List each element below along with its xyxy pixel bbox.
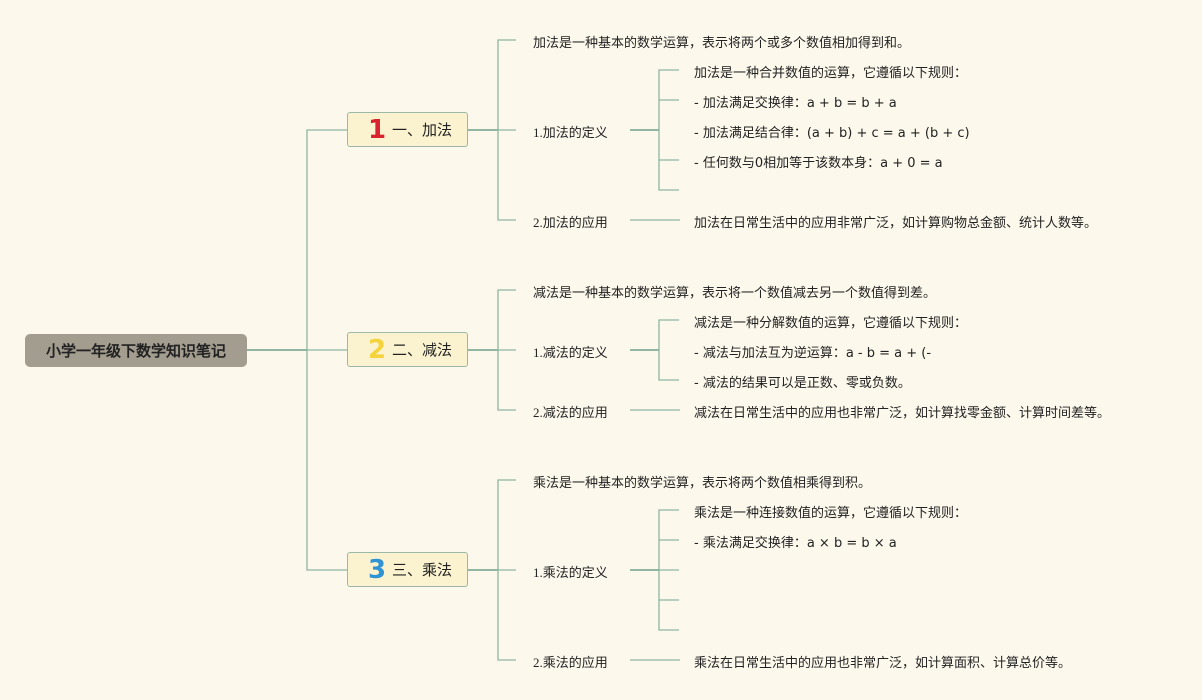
branch-addition[interactable]: 1 一、加法	[347, 112, 468, 147]
subtraction-application-text: 减法在日常生活中的应用也非常广泛，如计算找零金额、计算时间差等。	[694, 406, 1111, 421]
subtraction-def-line-2: - 减法与加法互为逆运算：a - b = a + (-	[694, 346, 932, 361]
multiplication-application-text: 乘法在日常生活中的应用也非常广泛，如计算面积、计算总价等。	[694, 656, 1072, 671]
root-title: 小学一年级下数学知识笔记	[45, 342, 226, 360]
addition-def-line-1: 加法是一种合并数值的运算，它遵循以下规则：	[694, 66, 968, 81]
addition-application-label: 2.加法的应用	[533, 215, 608, 230]
addition-def-line-2: - 加法满足交换律：a + b = b + a	[694, 96, 897, 111]
subtraction-definition-label: 1.减法的定义	[533, 345, 608, 360]
number-3-icon: 3	[367, 554, 387, 585]
root-node[interactable]: 小学一年级下数学知识笔记	[25, 334, 247, 367]
addition-definition-label: 1.加法的定义	[533, 125, 608, 140]
branch-multiplication[interactable]: 3 三、乘法	[347, 552, 468, 587]
addition-def-line-3: - 加法满足结合律：(a + b) + c = a + (b + c)	[694, 126, 970, 141]
multiplication-intro: 乘法是一种基本的数学运算，表示将两个数值相乘得到积。	[533, 476, 872, 491]
branch-subtraction[interactable]: 2 二、减法	[347, 332, 468, 367]
branch-label: 二、减法	[392, 341, 453, 359]
subtraction-application-label: 2.减法的应用	[533, 405, 608, 420]
number-2-icon: 2	[367, 334, 387, 365]
addition-application-text: 加法在日常生活中的应用非常广泛，如计算购物总金额、统计人数等。	[694, 216, 1098, 231]
multiplication-def-line-2: - 乘法满足交换律：a × b = b × a	[694, 536, 897, 551]
subtraction-def-line-3: - 减法的结果可以是正数、零或负数。	[694, 376, 911, 391]
subtraction-intro: 减法是一种基本的数学运算，表示将一个数值减去另一个数值得到差。	[533, 286, 937, 301]
branch-label: 一、加法	[392, 121, 453, 139]
multiplication-def-line-1: 乘法是一种连接数值的运算，它遵循以下规则：	[694, 506, 968, 521]
multiplication-application-label: 2.乘法的应用	[533, 655, 608, 670]
addition-def-line-4: - 任何数与0相加等于该数本身：a + 0 = a	[694, 156, 943, 171]
subtraction-def-line-1: 减法是一种分解数值的运算，它遵循以下规则：	[694, 316, 968, 331]
branch-label: 三、乘法	[392, 561, 453, 579]
addition-intro: 加法是一种基本的数学运算，表示将两个或多个数值相加得到和。	[533, 36, 911, 51]
multiplication-definition-label: 1.乘法的定义	[533, 565, 608, 580]
number-1-icon: 1	[367, 114, 387, 145]
